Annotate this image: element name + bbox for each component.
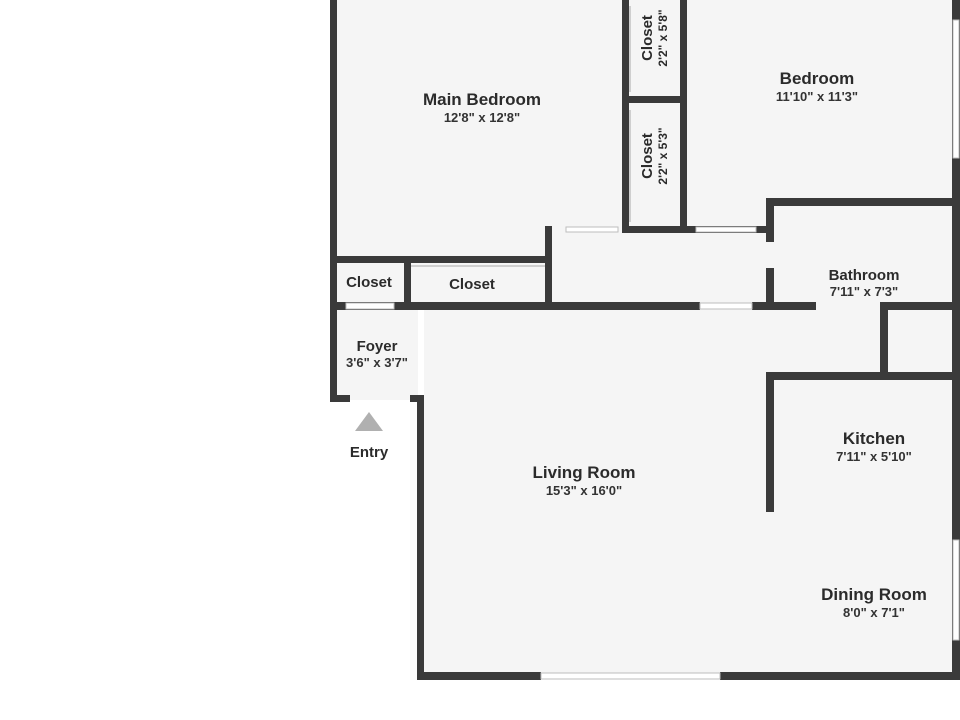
room-name: Foyer [356,338,398,355]
room-dims: 7'11" x 7'3" [829,284,899,299]
room-name: Closet [639,133,656,179]
room-name: Closet [449,276,495,293]
room-dims: 15'3" x 16'0" [545,483,623,498]
room-dims: 12'8" x 12'8" [443,110,521,125]
room-name: Closet [639,15,656,61]
room-closet-mid: Closet 2'2" x 5'3" [639,127,671,184]
room-living-room: Living Room 15'3" x 16'0" [533,463,636,498]
room-dims: 2'2" x 5'3" [656,127,670,185]
room-name: Living Room [532,463,636,482]
room-name: Bedroom [779,69,855,88]
walls [330,0,960,680]
room-closet-small: Closet [346,274,392,291]
room-name: Main Bedroom [422,90,542,109]
entry-label: Entry [350,444,388,461]
entry-arrow-icon [355,412,383,431]
room-dining-room: Dining Room 8'0" x 7'1" [821,585,927,620]
room-kitchen: Kitchen 7'11" x 5'10" [836,429,912,464]
room-main-bedroom: Main Bedroom 12'8" x 12'8" [423,90,541,125]
windows [345,19,960,680]
room-bathroom: Bathroom 7'11" x 7'3" [829,267,900,299]
room-dims: 2'2" x 5'8" [656,9,670,67]
room-dims: 7'11" x 5'10" [836,449,912,464]
room-closet-top: Closet 2'2" x 5'8" [639,9,671,66]
room-dims: 3'6" x 3'7" [346,355,408,370]
room-name: Closet [346,274,392,291]
closet-doors [411,6,631,267]
room-dims: 8'0" x 7'1" [843,605,905,620]
room-foyer: Foyer 3'6" x 3'7" [346,338,408,370]
watermark [322,250,346,324]
room-dims: 11'10" x 11'3" [775,89,859,104]
entry-text: Entry [349,444,389,461]
room-closet-hall: Closet [449,276,495,293]
room-bedroom: Bedroom 11'10" x 11'3" [776,69,858,104]
room-name: Kitchen [842,429,906,448]
room-name: Bathroom [828,267,900,284]
room-name: Dining Room [821,585,927,604]
